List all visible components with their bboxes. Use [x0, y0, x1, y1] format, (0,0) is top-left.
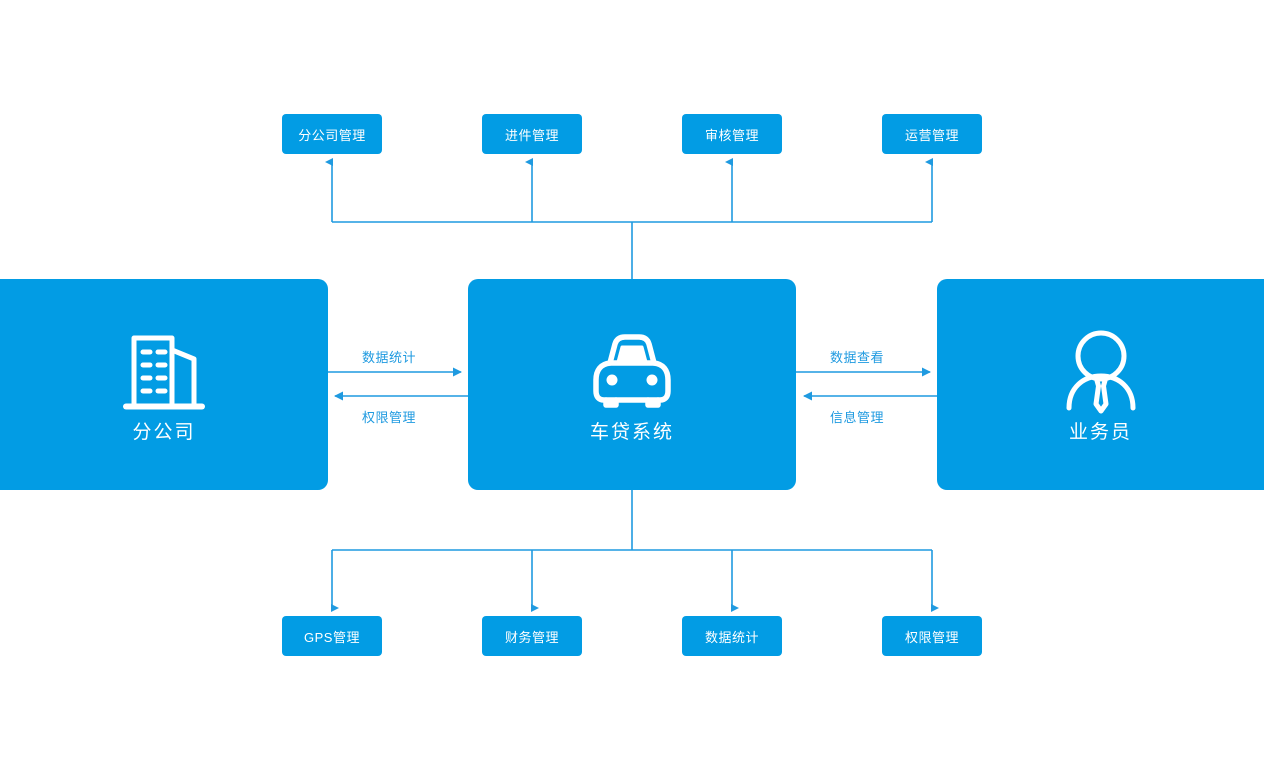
- edge-label-sales-to-system: 信息管理: [830, 410, 885, 425]
- entity-label-branch: 分公司: [132, 422, 196, 443]
- module-box-intake-management[interactable]: 进件管理: [482, 114, 582, 154]
- entity-label-loan-system: 车贷系统: [589, 422, 674, 443]
- edge-label-system-to-branch: 权限管理: [362, 410, 417, 425]
- person-tie-icon: [1051, 327, 1151, 417]
- module-box-operation-management[interactable]: 运营管理: [882, 114, 982, 154]
- module-box-branch-management[interactable]: 分公司管理: [282, 114, 382, 154]
- entity-card-loan-system[interactable]: 车贷系统: [468, 279, 796, 490]
- module-box-finance-management[interactable]: 财务管理: [482, 616, 582, 656]
- entity-label-salesperson: 业务员: [1068, 422, 1132, 443]
- edge-label-system-to-sales: 数据查看: [830, 350, 885, 365]
- entity-card-salesperson[interactable]: 业务员: [937, 279, 1264, 490]
- module-box-audit-management[interactable]: 审核管理: [682, 114, 782, 154]
- building-icon: [114, 327, 214, 417]
- module-box-gps-management[interactable]: GPS管理: [282, 616, 382, 656]
- car-icon: [582, 327, 682, 417]
- entity-card-branch[interactable]: 分公司: [0, 279, 328, 490]
- edge-label-branch-to-system: 数据统计: [362, 350, 417, 365]
- module-box-permission-management[interactable]: 权限管理: [882, 616, 982, 656]
- module-box-data-statistics[interactable]: 数据统计: [682, 616, 782, 656]
